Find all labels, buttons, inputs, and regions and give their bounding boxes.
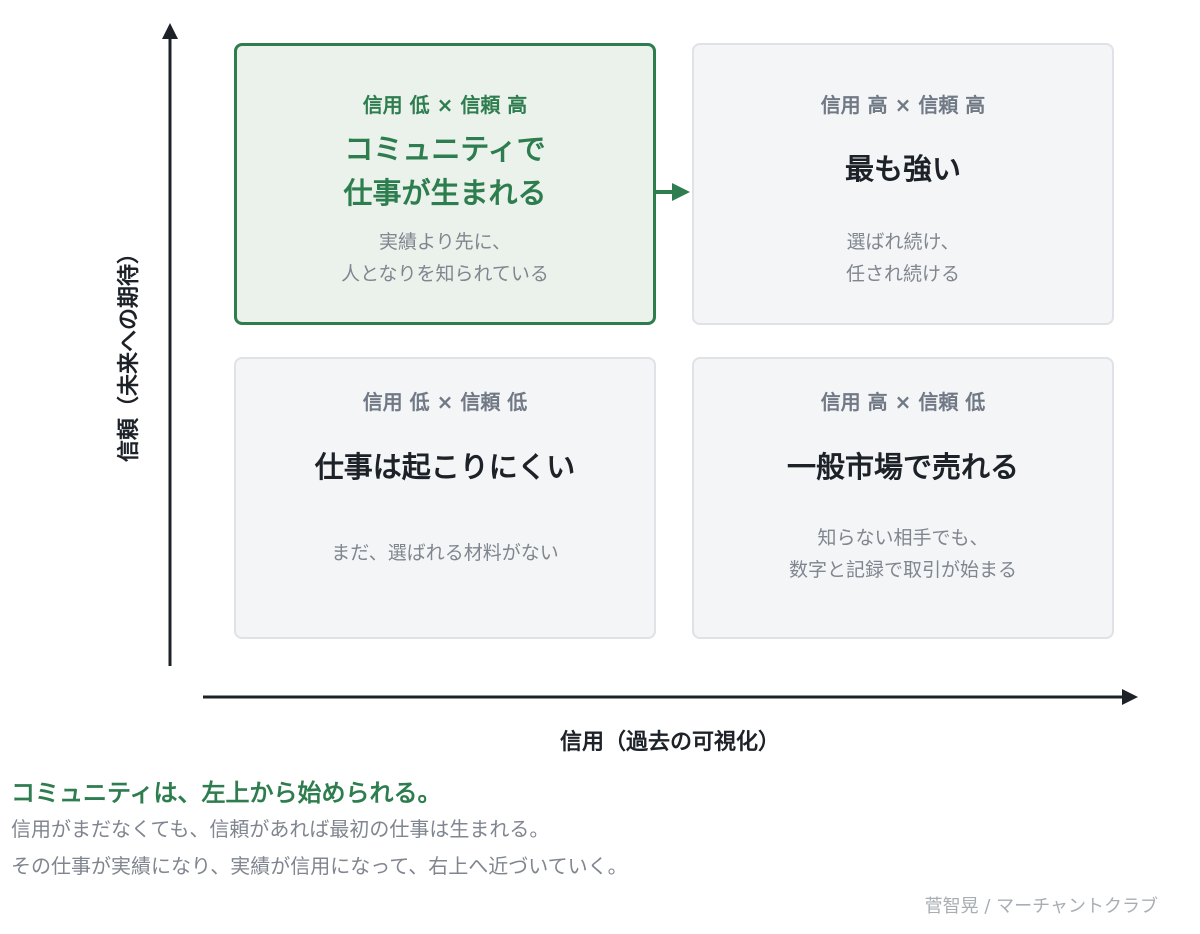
quadrant-bottom-left: 信用 低 × 信頼 低 仕事は起こりにくい まだ、選ばれる材料がない bbox=[234, 357, 656, 639]
quadrant-top-left-title: コミュニティで 仕事が生まれる bbox=[343, 132, 547, 210]
conclusion-heading: コミュニティは、左上から始められる。 bbox=[11, 779, 442, 807]
y-axis-arrowhead bbox=[162, 23, 178, 39]
quadrant-bottom-left-title: 仕事は起こりにくい bbox=[314, 450, 576, 484]
quadrant-top-right-title: 最も強い bbox=[844, 152, 961, 186]
quadrant-top-right-description: 選ばれ続け、 任され続ける bbox=[845, 231, 960, 285]
x-axis-arrowhead bbox=[1122, 689, 1138, 705]
y-axis-label: 信頼（未来への期待） bbox=[117, 241, 142, 463]
quadrant-top-right: 信用 高 × 信頼 高 最も強い 選ばれ続け、 任され続ける bbox=[692, 43, 1114, 325]
quadrant-bottom-right-label: 信用 高 × 信頼 低 bbox=[820, 390, 986, 414]
quadrant-bottom-right: 信用 高 × 信頼 低 一般市場で売れる 知らない相手でも、 数字と記録で取引が… bbox=[692, 357, 1114, 639]
x-axis bbox=[203, 689, 1138, 705]
quadrant-top-left: 信用 低 × 信頼 高 コミュニティで 仕事が生まれる 実績より先に、 人となり… bbox=[234, 43, 656, 325]
quadrant-bottom-right-description: 知らない相手でも、 数字と記録で取引が始まる bbox=[788, 527, 1017, 581]
quadrant-bottom-right-title: 一般市場で売れる bbox=[786, 450, 1019, 484]
author-credit: 菅智晃 / マーチャントクラブ bbox=[924, 896, 1158, 917]
quadrant-top-right-label: 信用 高 × 信頼 高 bbox=[820, 93, 986, 117]
progression-arrowhead bbox=[672, 183, 690, 201]
x-axis-label: 信用（過去の可視化） bbox=[559, 730, 780, 755]
y-axis bbox=[162, 23, 178, 666]
quadrant-bottom-left-label: 信用 低 × 信頼 低 bbox=[362, 390, 528, 414]
quadrant-bottom-left-description: まだ、選ばれる材料がない bbox=[331, 542, 559, 564]
explanation-line-2: その仕事が実績になり、実績が信用になって、右上へ近づいていく。 bbox=[11, 854, 628, 878]
explanation-line-1: 信用がまだなくても、信頼があれば最初の仕事は生まれる。 bbox=[11, 817, 550, 841]
quadrant-top-left-label: 信用 低 × 信頼 高 bbox=[362, 93, 528, 117]
progression-arrow bbox=[656, 183, 690, 201]
quadrant-top-left-description: 実績より先に、 人となりを知られている bbox=[341, 231, 549, 285]
